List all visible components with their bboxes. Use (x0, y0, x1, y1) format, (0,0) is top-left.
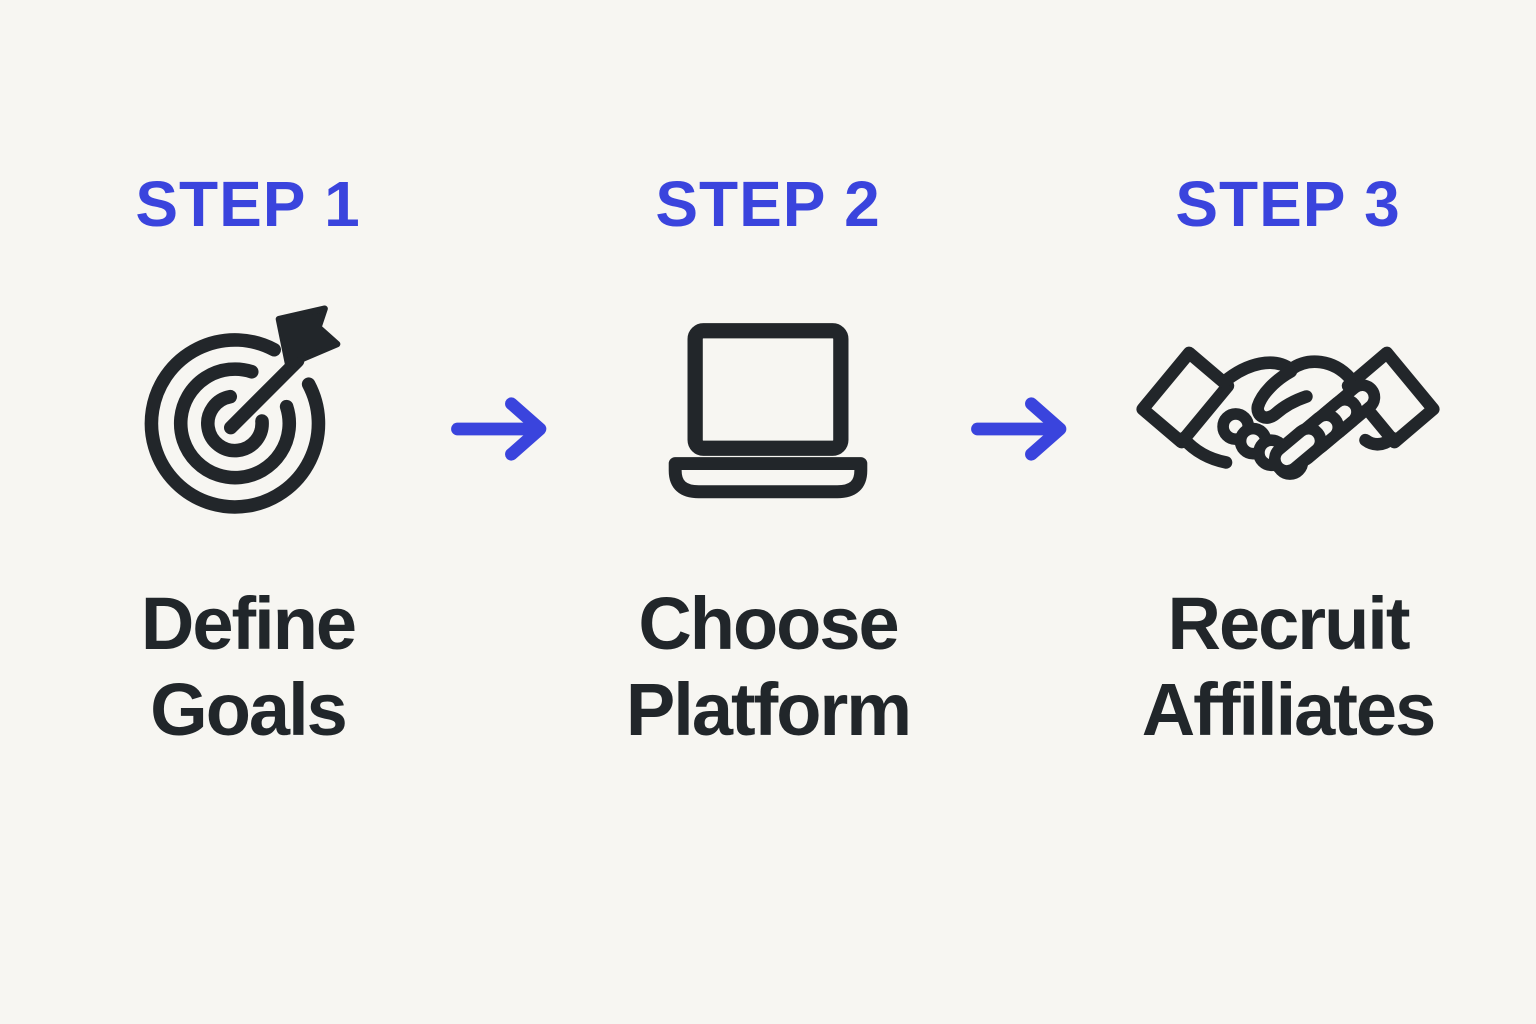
laptop-icon (668, 322, 868, 498)
step-3-column: STEP 3 (1087, 172, 1489, 753)
step-1-label: Define Goals (140, 581, 357, 753)
step-3-icon-wrap (1133, 290, 1443, 535)
step-1-icon-wrap (141, 290, 355, 535)
step-3-label: Recruit Affiliates (1141, 581, 1437, 753)
step-2-header: STEP 2 (655, 168, 881, 240)
step-1-label-line2: Goals (150, 667, 348, 751)
step-3-header: STEP 3 (1175, 168, 1401, 240)
arrow-col-1 (449, 390, 567, 468)
step-2-label-line1: Choose (638, 582, 899, 665)
step-1-label-line1: Define (140, 582, 357, 665)
step-3-label-line1: Recruit (1167, 582, 1411, 665)
handshake-icon (1136, 346, 1440, 480)
steps-row: STEP 1 Define Goals STEP 2 (47, 172, 1489, 753)
step-2-label: Choose Platform (625, 581, 912, 753)
step-1-header: STEP 1 (135, 168, 361, 240)
arrow-col-2 (969, 390, 1087, 468)
step-2-label-line2: Platform (625, 667, 912, 751)
step-2-column: STEP 2 Choose Platform (567, 172, 969, 753)
step-1-column: STEP 1 Define Goals (47, 172, 449, 753)
arrow-right-icon (971, 397, 1067, 461)
step-3-label-line2: Affiliates (1141, 667, 1437, 751)
arrow-right-icon (451, 397, 547, 461)
step-2-icon-wrap (650, 290, 886, 535)
target-icon (144, 304, 341, 514)
